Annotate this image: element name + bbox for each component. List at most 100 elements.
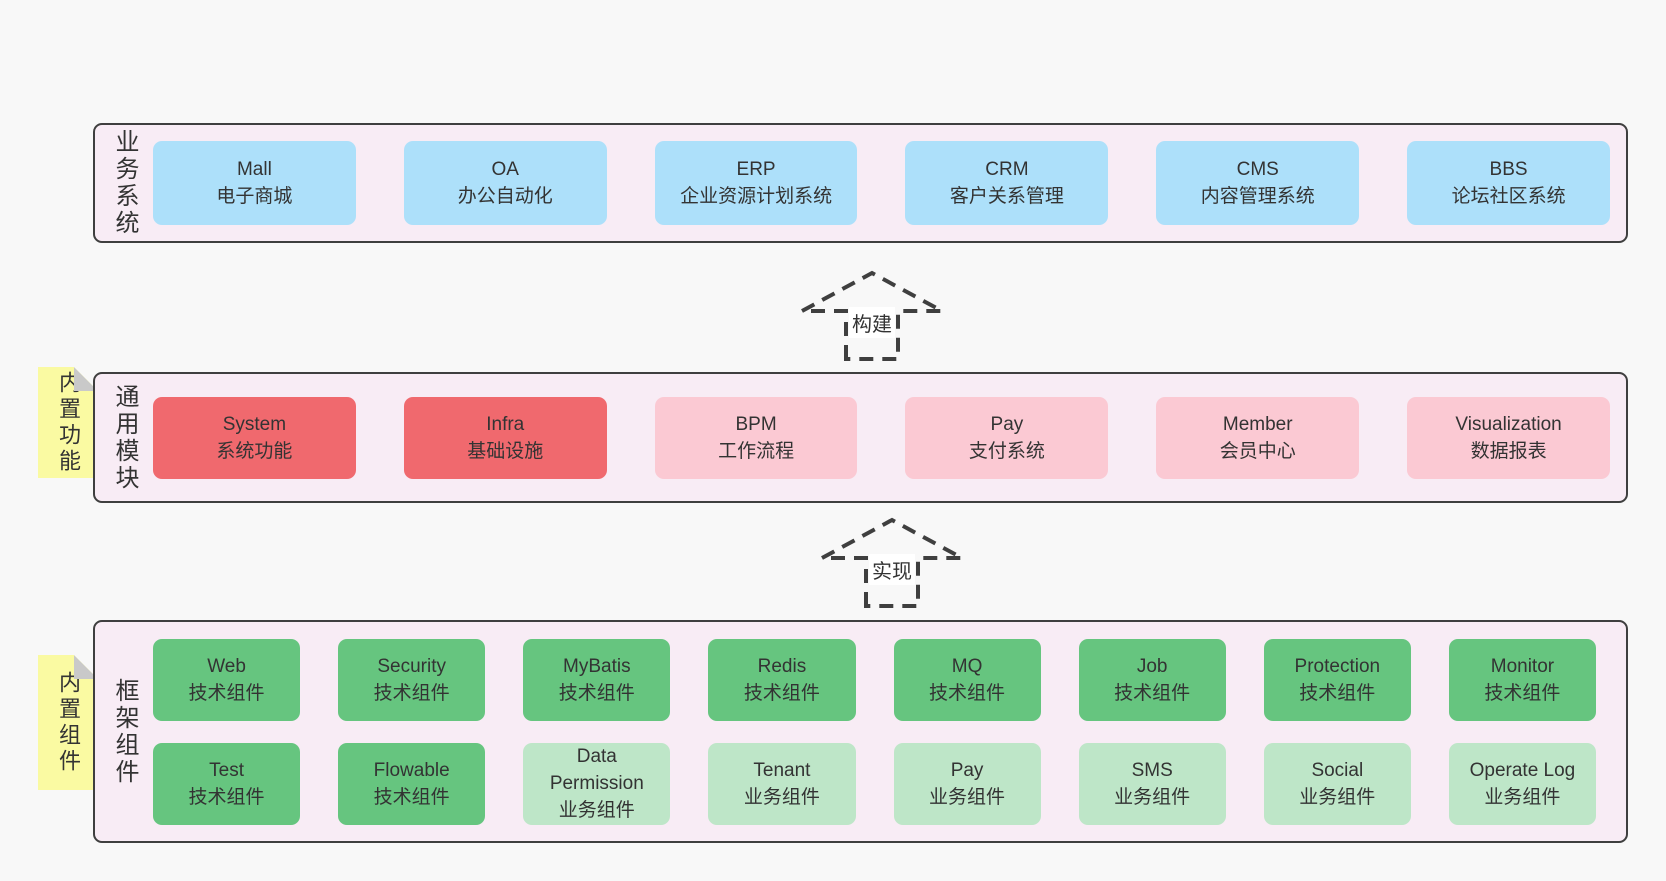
box-test: Test 技术组件 — [153, 742, 301, 825]
box-name: Security — [377, 655, 446, 677]
box-security: Security 技术组件 — [338, 638, 486, 721]
box-name: Pay — [990, 413, 1024, 435]
box-bbs: BBS 论坛社区系统 — [1407, 141, 1610, 225]
box-desc: 会员中心 — [1219, 440, 1296, 462]
box-job: Job 技术组件 — [1078, 638, 1226, 721]
box-cms: CMS 内容管理系统 — [1156, 141, 1360, 225]
box-mybatis: MyBatis 技术组件 — [523, 638, 671, 721]
box-name: BBS — [1489, 159, 1528, 180]
box-desc: 数据报表 — [1470, 440, 1547, 462]
box-desc: 工作流程 — [718, 440, 795, 462]
box-desc: 技术组件 — [929, 682, 1006, 704]
box-name: Flowable — [373, 759, 450, 781]
layer-framework-components: 框架组件 Web 技术组件 Security 技术组件 MyBatis 技术组件… — [93, 620, 1628, 843]
box-desc: 业务组件 — [1484, 786, 1561, 808]
box-social: Social 业务组件 — [1263, 742, 1411, 825]
box-visualization: Visualization 数据报表 — [1407, 396, 1610, 479]
sticky-note-label: 内置功能 — [56, 370, 81, 475]
box-desc: 技术组件 — [743, 682, 820, 704]
box-flowable: Flowable 技术组件 — [338, 742, 486, 825]
box-name: Infra — [486, 413, 525, 435]
box-name: MyBatis — [563, 655, 631, 677]
box-monitor: Monitor 技术组件 — [1448, 638, 1596, 721]
box-desc: 支付系统 — [968, 440, 1045, 462]
box-tenant: Tenant 业务组件 — [708, 742, 856, 825]
arrow-build: 构建 — [790, 269, 954, 363]
box-system: System 系统功能 — [153, 396, 356, 479]
box-name: MQ — [951, 655, 983, 677]
business-systems-row: Mall 电子商城 OA 办公自动化 ERP 企业资源计划系统 CRM 客户关系… — [153, 141, 1610, 225]
box-bpm: BPM 工作流程 — [654, 396, 858, 479]
box-desc: 业务组件 — [558, 800, 635, 821]
framework-components-grid: Web 技术组件 Security 技术组件 MyBatis 技术组件 Redi… — [153, 638, 1596, 825]
layer-common-modules: 通用模块 System 系统功能 Infra 基础设施 BPM 工作流程 Pay… — [93, 372, 1628, 503]
box-name: OA — [491, 159, 519, 180]
box-desc: 论坛社区系统 — [1451, 186, 1566, 207]
box-name: SMS — [1131, 759, 1173, 781]
box-name: Social — [1311, 759, 1364, 781]
box-name: Mall — [236, 159, 272, 180]
box-sms: SMS 业务组件 — [1078, 742, 1226, 825]
box-name: Job — [1136, 655, 1168, 677]
box-desc: 客户关系管理 — [949, 186, 1064, 207]
box-pay-component: Pay 业务组件 — [893, 742, 1041, 825]
box-name: Monitor — [1490, 655, 1555, 677]
layer-business-systems: 业务系统 Mall 电子商城 OA 办公自动化 ERP 企业资源计划系统 CRM… — [93, 123, 1628, 243]
box-infra: Infra 基础设施 — [403, 396, 607, 479]
layer-title: 框架组件 — [111, 677, 138, 786]
dashed-up-arrow-icon — [801, 270, 943, 361]
dashed-up-arrow-icon — [821, 517, 963, 608]
layer-title: 业务系统 — [111, 129, 138, 237]
box-desc: 技术组件 — [1299, 682, 1376, 704]
box-name: ERP — [736, 159, 776, 180]
arrow-implement: 实现 — [810, 516, 974, 610]
box-member: Member 会员中心 — [1156, 396, 1360, 479]
box-data-permission: Data Permission 业务组件 — [523, 742, 671, 825]
box-mq: MQ 技术组件 — [893, 638, 1041, 721]
box-desc: 企业资源计划系统 — [680, 186, 833, 207]
sticky-note-label: 内置组件 — [56, 670, 81, 775]
box-desc: 业务组件 — [1299, 786, 1376, 808]
box-redis: Redis 技术组件 — [708, 638, 856, 721]
box-name: Data Permission — [549, 746, 644, 794]
box-name: Member — [1222, 413, 1293, 435]
box-protection: Protection 技术组件 — [1263, 638, 1411, 721]
box-desc: 技术组件 — [373, 786, 450, 808]
box-name: Redis — [757, 655, 807, 677]
box-desc: 业务组件 — [929, 786, 1006, 808]
box-desc: 内容管理系统 — [1200, 186, 1315, 207]
box-name: CRM — [985, 159, 1029, 180]
box-name: Visualization — [1455, 413, 1562, 435]
box-desc: 技术组件 — [558, 682, 635, 704]
box-desc: 业务组件 — [743, 786, 820, 808]
box-web: Web 技术组件 — [153, 638, 301, 721]
sticky-note-builtin-features: 内置功能 — [38, 367, 98, 478]
box-desc: 系统功能 — [216, 440, 293, 462]
box-oa: OA 办公自动化 — [403, 141, 607, 225]
box-desc: 技术组件 — [1484, 682, 1561, 704]
box-desc: 电子商城 — [216, 186, 293, 207]
box-crm: CRM 客户关系管理 — [905, 141, 1109, 225]
box-desc: 办公自动化 — [457, 186, 553, 207]
sticky-note-builtin-components: 内置组件 — [38, 655, 98, 790]
box-desc: 技术组件 — [188, 786, 265, 808]
box-desc: 基础设施 — [467, 440, 544, 462]
box-name: Test — [209, 759, 244, 781]
box-name: Tenant — [753, 759, 811, 781]
box-operate-log: Operate Log 业务组件 — [1448, 742, 1596, 825]
box-desc: 技术组件 — [373, 682, 450, 704]
box-desc: 技术组件 — [1114, 682, 1191, 704]
box-name: Web — [207, 655, 246, 677]
box-desc: 技术组件 — [188, 682, 265, 704]
common-modules-row: System 系统功能 Infra 基础设施 BPM 工作流程 Pay 支付系统… — [153, 396, 1610, 479]
arrow-label: 实现 — [869, 554, 915, 585]
box-name: Pay — [950, 759, 984, 781]
layer-title: 通用模块 — [111, 383, 138, 492]
box-name: Operate Log — [1469, 759, 1576, 781]
box-name: CMS — [1236, 159, 1279, 180]
box-name: Protection — [1294, 655, 1381, 677]
box-name: BPM — [735, 413, 777, 435]
box-erp: ERP 企业资源计划系统 — [654, 141, 858, 225]
arrow-label: 构建 — [849, 307, 895, 338]
